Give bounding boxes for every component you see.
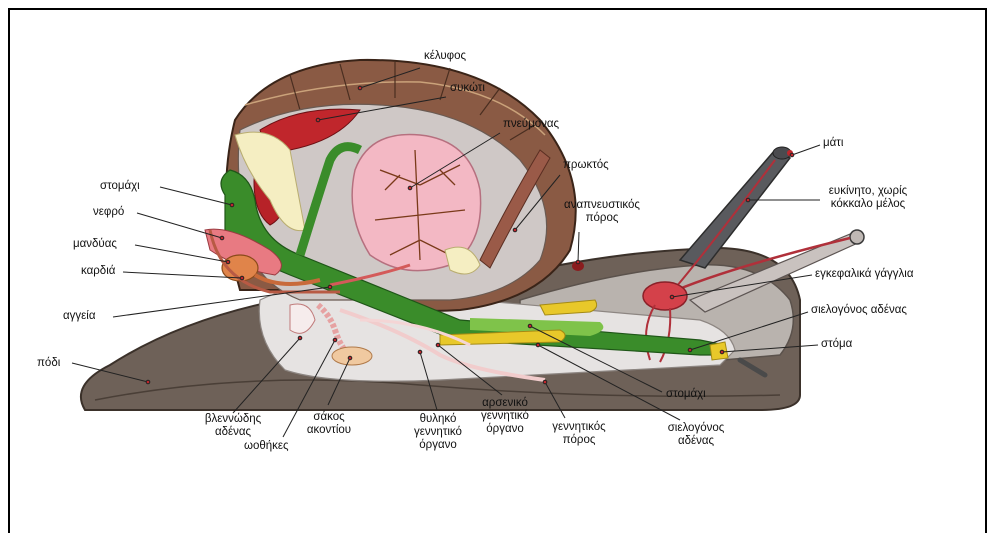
label-stomach-left: στομάχι xyxy=(100,180,140,193)
label-kidney: νεφρό xyxy=(93,206,124,219)
label-mouth: στόμα xyxy=(821,338,852,351)
dart-sac xyxy=(332,347,372,365)
label-foot: πόδι xyxy=(37,357,60,370)
label-mantle: μανδύας xyxy=(73,238,117,251)
label-heart: καρδιά xyxy=(81,265,115,278)
label-liver: συκώτι xyxy=(450,82,485,95)
label-stomach-bottom: στομάχι xyxy=(666,388,706,401)
label-eye: μάτι xyxy=(823,137,843,150)
label-oviduct: ωοθήκες xyxy=(244,440,289,453)
label-shell: κέλυφος xyxy=(424,50,466,63)
label-rectum: πρωκτός xyxy=(563,159,609,172)
label-lung: πνεύμονας xyxy=(503,118,559,131)
label-vessels: αγγεία xyxy=(63,310,95,323)
label-salivary-gland-right: σιελογόνος αδένας xyxy=(811,304,907,317)
label-cerebral-ganglia: εγκεφαλικά γάγγλια xyxy=(815,268,913,281)
